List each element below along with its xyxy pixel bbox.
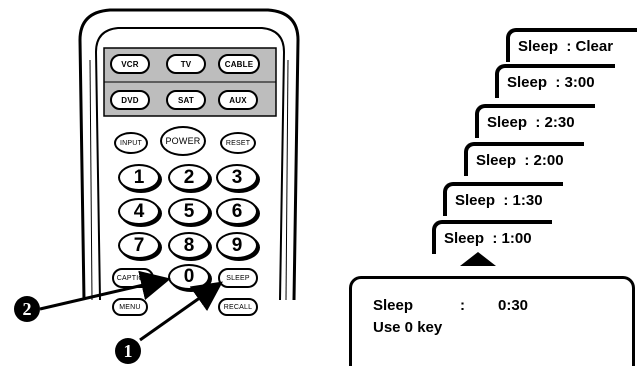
sleep-step-clear: Sleep : Clear bbox=[506, 28, 637, 62]
sleep-step-3-00: Sleep : 3:00 bbox=[495, 64, 615, 98]
tv-button[interactable]: TV bbox=[166, 54, 206, 74]
sleep-step-1-30: Sleep : 1:30 bbox=[443, 182, 563, 216]
sleep-label: Sleep bbox=[373, 297, 414, 314]
use-key-hint: Use 0 key bbox=[373, 319, 443, 336]
sleep-step-2-00: Sleep : 2:00 bbox=[464, 142, 584, 176]
digit-9-button[interactable]: 9 bbox=[216, 232, 258, 259]
current-sleep-display: Sleep : 0:30 Use 0 key bbox=[349, 276, 635, 366]
sleep-button[interactable]: SLEEP bbox=[218, 268, 258, 288]
digit-3-button[interactable]: 3 bbox=[216, 164, 258, 191]
callout-arrows bbox=[39, 270, 223, 342]
sleep-colon: : bbox=[460, 297, 465, 314]
digit-6-button[interactable]: 6 bbox=[216, 198, 258, 225]
sleep-value: 0:30 bbox=[498, 297, 529, 314]
arrow-to-sleep bbox=[139, 281, 223, 342]
remote-control: VCR TV CABLE DVD SAT AUX INPUT POWER RES… bbox=[14, 8, 300, 364]
power-button[interactable]: POWER bbox=[160, 126, 206, 156]
menu-button[interactable]: MENU bbox=[112, 298, 148, 316]
sleep-step-1-00: Sleep : 1:00 bbox=[432, 220, 552, 254]
dvd-button[interactable]: DVD bbox=[110, 90, 150, 110]
sat-button[interactable]: SAT bbox=[166, 90, 206, 110]
digit-4-button[interactable]: 4 bbox=[118, 198, 160, 225]
step-1-callout: 1 bbox=[115, 338, 141, 364]
step-2-callout: 2 bbox=[14, 296, 40, 322]
input-button[interactable]: INPUT bbox=[114, 132, 148, 154]
vcr-button[interactable]: VCR bbox=[110, 54, 150, 74]
aux-button[interactable]: AUX bbox=[218, 90, 258, 110]
digit-8-button[interactable]: 8 bbox=[168, 232, 210, 259]
sleep-step-2-30: Sleep : 2:30 bbox=[475, 104, 595, 138]
digit-5-button[interactable]: 5 bbox=[168, 198, 210, 225]
arrow-to-zero bbox=[39, 270, 171, 311]
digit-2-button[interactable]: 2 bbox=[168, 164, 210, 191]
reset-button[interactable]: RESET bbox=[220, 132, 256, 154]
cable-button[interactable]: CABLE bbox=[218, 54, 260, 74]
digit-1-button[interactable]: 1 bbox=[118, 164, 160, 191]
digit-7-button[interactable]: 7 bbox=[118, 232, 160, 259]
